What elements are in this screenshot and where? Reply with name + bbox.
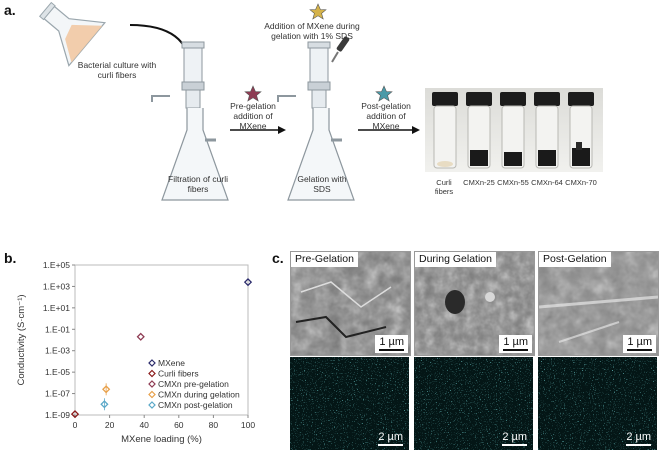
- data-point: [70, 410, 80, 419]
- sem-title: Post-Gelation: [539, 252, 611, 267]
- y-tick-label: 1.E+03: [43, 281, 70, 291]
- post-gelation-label: Post-gelation addition of MXene: [361, 101, 411, 131]
- bacterial-culture-label: Bacterial culture with curli fibers: [77, 60, 157, 80]
- vial-label: CMXn-25: [463, 178, 495, 187]
- sem-post-gelation-image: Post-Gelation 1 µm: [538, 251, 659, 356]
- filtration-label: Filtration of curli fibers: [168, 174, 228, 194]
- culture-flask-icon: [38, 1, 107, 67]
- legend-marker: [148, 369, 156, 378]
- scale-bar: 2 µm: [498, 430, 531, 448]
- edx-map-pre-gelation: 2 µm: [290, 357, 409, 450]
- scale-bar-label: 2 µm: [378, 431, 403, 443]
- x-axis-label: MXene loading (%): [121, 434, 202, 445]
- y-tick-label: 1.E-01: [45, 324, 70, 334]
- legend-marker: [148, 380, 156, 388]
- edx-map-post-gelation: 2 µm: [538, 357, 657, 450]
- data-point: [243, 278, 253, 287]
- x-tick-label: 40: [139, 420, 149, 430]
- scale-bar: 1 µm: [499, 335, 532, 353]
- sem-during-gelation-image: During Gelation 1 µm: [414, 251, 535, 356]
- during-gelation-label: Addition of MXene during gelation with 1…: [264, 21, 360, 41]
- post-gelation-star-icon: [375, 85, 393, 102]
- scale-bar: 2 µm: [622, 430, 655, 448]
- scale-bar-label: 1 µm: [627, 336, 652, 348]
- pre-gelation-label: Pre-gelation addition of MXene: [230, 101, 276, 131]
- x-tick-label: 60: [174, 420, 184, 430]
- scale-bar: 2 µm: [374, 430, 407, 448]
- vial-label: CMXn-55: [497, 178, 529, 187]
- x-tick-label: 0: [73, 420, 78, 430]
- y-tick-label: 1.E+01: [43, 303, 70, 313]
- vial-label: CMXn-64: [531, 178, 563, 187]
- legend-label: MXene: [158, 358, 185, 368]
- panel-a-schematic: [38, 1, 603, 201]
- legend-marker: [148, 390, 156, 399]
- x-tick-label: 20: [105, 420, 115, 430]
- sem-title: Pre-Gelation: [291, 252, 358, 267]
- pre-gelation-star-icon: [244, 85, 262, 102]
- vial-photo: [425, 88, 603, 172]
- y-axis-label: Conductivity (S·cm⁻¹): [16, 294, 27, 385]
- during-gelation-star-icon: [309, 3, 327, 20]
- legend-label: Curli fibers: [158, 369, 199, 379]
- scale-bar-label: 1 µm: [503, 336, 528, 348]
- legend-marker: [148, 359, 156, 367]
- filtration-apparatus-icon: [151, 41, 229, 201]
- sem-pre-gelation-image: Pre-Gelation 1 µm: [290, 251, 411, 356]
- scale-bar-label: 2 µm: [502, 431, 527, 443]
- panel-c-label: c.: [272, 250, 284, 266]
- y-tick-label: 1.E-09: [45, 410, 70, 420]
- gelation-apparatus-icon: [277, 41, 355, 201]
- plot-frame: [74, 264, 249, 416]
- vial-label: Curli fibers: [434, 178, 454, 196]
- y-tick-label: 1.E+05: [43, 260, 70, 270]
- panel-a-label: a.: [4, 2, 16, 18]
- scale-bar: 1 µm: [375, 335, 408, 353]
- sem-title: During Gelation: [415, 252, 496, 267]
- conductivity-chart: 1.E-09 1.E-07 1.E-05 1.E-03 1.E-01 1.E+01 1.E+…: [16, 260, 255, 445]
- scale-bar-label: 1 µm: [379, 336, 404, 348]
- scale-bar-label: 2 µm: [626, 431, 651, 443]
- dropper-icon: [331, 36, 350, 63]
- legend-label: CMXn post-gelation: [158, 400, 233, 410]
- data-point: [136, 332, 145, 341]
- legend-marker: [148, 401, 156, 409]
- gelation-label: Gelation with SDS: [297, 174, 347, 194]
- y-tick-label: 1.E-07: [45, 389, 70, 399]
- panel-b-label: b.: [4, 250, 17, 266]
- scale-bar: 1 µm: [623, 335, 656, 353]
- x-tick-label: 100: [241, 420, 255, 430]
- legend-label: CMXn pre-gelation: [158, 379, 229, 389]
- edx-map-during-gelation: 2 µm: [414, 357, 533, 450]
- y-tick-label: 1.E-05: [45, 367, 70, 377]
- vial-label: CMXn-70: [565, 178, 597, 187]
- y-tick-label: 1.E-03: [45, 346, 70, 356]
- x-tick-label: 80: [209, 420, 219, 430]
- legend-label: CMXn during gelation: [158, 390, 240, 400]
